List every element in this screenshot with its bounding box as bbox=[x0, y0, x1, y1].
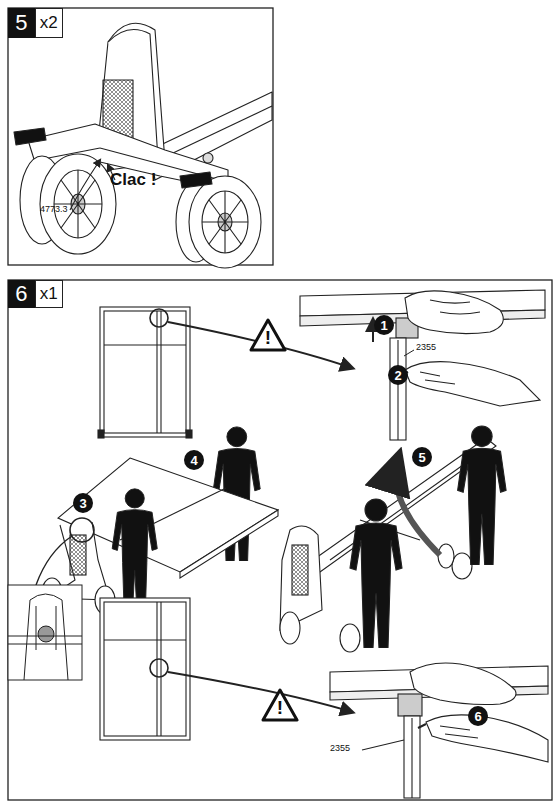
part-number: 2355 bbox=[416, 342, 436, 352]
latch-detail bbox=[405, 291, 503, 334]
table-frame bbox=[150, 309, 168, 327]
table-frame bbox=[160, 602, 161, 736]
latch-detail bbox=[362, 740, 404, 750]
carry-scene bbox=[70, 518, 94, 542]
latch-detail bbox=[440, 726, 478, 738]
tilt-scene bbox=[280, 612, 300, 644]
tilt-scene bbox=[340, 624, 360, 652]
panel-frame bbox=[8, 8, 552, 800]
table-frame bbox=[104, 602, 186, 736]
leg-assembly bbox=[189, 176, 261, 268]
callout-number: 5 bbox=[412, 447, 432, 467]
inset-detail bbox=[8, 585, 82, 680]
latch-detail bbox=[397, 340, 398, 440]
latch-detail bbox=[405, 362, 540, 406]
latch-detail bbox=[426, 715, 548, 762]
panel-frame bbox=[8, 8, 273, 265]
latch-detail bbox=[398, 694, 422, 716]
table-frame bbox=[104, 344, 186, 345]
inset-detail bbox=[38, 626, 54, 642]
latch-detail bbox=[430, 300, 480, 314]
table-frame bbox=[98, 307, 352, 438]
latch-detail bbox=[418, 724, 426, 728]
table-frame bbox=[100, 598, 190, 740]
callout-text: 1 bbox=[380, 319, 387, 332]
tilt-scene bbox=[280, 426, 506, 652]
tilt-scene bbox=[292, 545, 308, 595]
quantity: x1 bbox=[35, 280, 64, 308]
latch-detail bbox=[411, 718, 412, 798]
latch-detail bbox=[420, 372, 455, 384]
callout-text: 4 bbox=[190, 454, 197, 467]
leg-assembly bbox=[202, 191, 248, 253]
leg-assembly bbox=[70, 160, 100, 210]
leg-assembly bbox=[203, 153, 213, 163]
tilt-scene bbox=[438, 544, 454, 568]
inset-detail bbox=[8, 644, 82, 645]
callout-text: 2 bbox=[394, 369, 401, 382]
latch-detail bbox=[390, 338, 406, 440]
warning-triangle: ! bbox=[261, 688, 299, 722]
part-number: 2355 bbox=[330, 743, 350, 753]
leg-assembly bbox=[14, 128, 46, 145]
quantity: x2 bbox=[35, 8, 64, 38]
tilt-scene bbox=[396, 458, 440, 555]
inset-detail bbox=[8, 636, 82, 637]
inset-detail bbox=[36, 606, 37, 650]
table-frame bbox=[104, 311, 186, 433]
warning-triangle: ! bbox=[249, 318, 287, 352]
callout-number: 1 bbox=[374, 315, 394, 335]
carry-scene bbox=[36, 536, 72, 585]
inset-detail bbox=[8, 585, 82, 680]
tilt-scene bbox=[350, 499, 402, 648]
table-frame bbox=[100, 598, 352, 740]
callout-text: 6 bbox=[474, 710, 481, 723]
tilt-scene bbox=[458, 426, 507, 565]
inset-detail bbox=[24, 594, 68, 680]
latch-detail bbox=[300, 290, 545, 440]
table-frame bbox=[156, 602, 157, 736]
table-frame bbox=[150, 659, 168, 677]
table-frame bbox=[104, 639, 186, 640]
table-frame bbox=[160, 311, 161, 433]
part-number: 4773.3 bbox=[40, 204, 68, 214]
step-number: 5 bbox=[8, 8, 35, 38]
leader-line bbox=[404, 350, 414, 356]
table-frame bbox=[168, 672, 352, 712]
leg-assembly bbox=[14, 23, 272, 268]
table-frame bbox=[100, 307, 190, 437]
warning-mark: ! bbox=[261, 698, 299, 718]
latch-detail bbox=[410, 663, 516, 705]
callout-number: 3 bbox=[73, 493, 93, 513]
sound-text: Clac ! bbox=[110, 170, 156, 190]
tilt-scene bbox=[452, 553, 472, 579]
callout-number: 2 bbox=[388, 365, 408, 385]
step-header: 5x2 bbox=[8, 8, 63, 38]
latch-detail bbox=[404, 716, 420, 798]
carry-scene bbox=[180, 510, 278, 578]
warning-mark: ! bbox=[249, 328, 287, 348]
leader-line bbox=[404, 350, 414, 356]
callout-text: 5 bbox=[418, 451, 425, 464]
callout-number: 6 bbox=[468, 706, 488, 726]
leg-assembly bbox=[180, 172, 212, 188]
panel-frame bbox=[8, 280, 552, 800]
leg-assembly bbox=[202, 191, 248, 253]
table-frame bbox=[156, 311, 157, 433]
callout-number: 4 bbox=[184, 450, 204, 470]
step-header: 6x1 bbox=[8, 280, 63, 308]
step-number: 6 bbox=[8, 280, 35, 308]
leg-assembly bbox=[40, 154, 116, 254]
table-frame bbox=[186, 430, 192, 438]
latch-detail bbox=[330, 663, 548, 798]
table-frame bbox=[98, 430, 104, 438]
inset-detail bbox=[56, 606, 57, 650]
callout-text: 3 bbox=[79, 497, 86, 510]
